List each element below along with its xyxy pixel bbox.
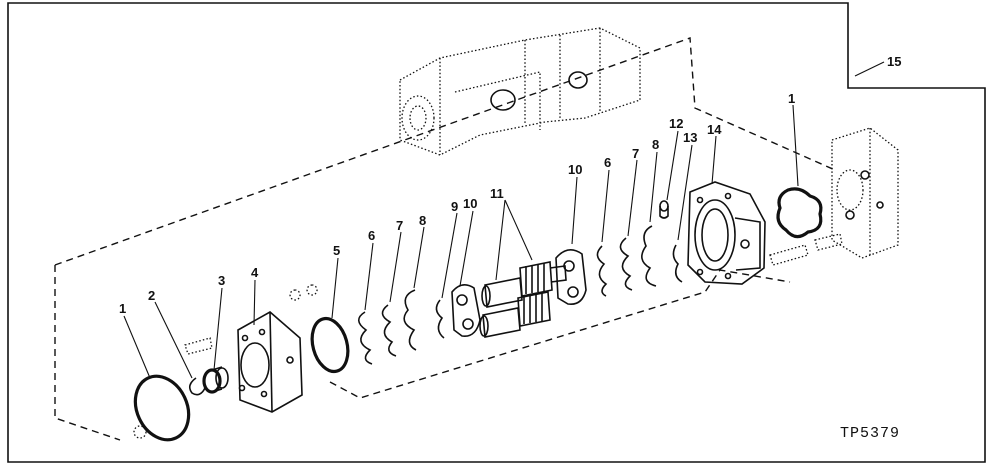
bushing <box>202 366 229 394</box>
small-fitting-part <box>133 425 147 439</box>
seal-13 <box>672 244 683 283</box>
callout-6-right: 6 <box>604 155 611 170</box>
callout-4: 4 <box>251 265 259 280</box>
bolts-right <box>769 233 843 266</box>
callout-1-right: 1 <box>788 91 795 106</box>
callout-2: 2 <box>148 288 155 303</box>
callout-9: 9 <box>451 199 458 214</box>
wear-plate-seal-6-right <box>596 245 608 297</box>
leader-lines <box>123 61 885 379</box>
wear-plate-left <box>451 284 481 337</box>
callout-15: 15 <box>887 54 901 69</box>
callout-1-left: 1 <box>119 301 126 316</box>
snap-ring <box>188 377 206 396</box>
figure-id-label: TP5379 <box>840 425 900 442</box>
diagram-border <box>7 2 986 463</box>
small-seal-9 <box>435 299 445 339</box>
mounting-flange <box>237 311 303 413</box>
dowel-pins-left <box>289 284 318 301</box>
callout-5: 5 <box>333 243 340 258</box>
callout-3: 3 <box>218 273 225 288</box>
o-ring-left <box>133 374 191 442</box>
seal-ring <box>310 316 350 374</box>
callout-14: 14 <box>707 122 722 137</box>
callout-8-left: 8 <box>419 213 426 228</box>
wear-plate-seal-7-left <box>381 304 397 357</box>
callout-8-right: 8 <box>652 137 659 152</box>
callout-10-left: 10 <box>463 196 477 211</box>
callout-7-left: 7 <box>396 218 403 233</box>
callout-12: 12 <box>669 116 683 131</box>
callout-7-right: 7 <box>632 146 639 161</box>
callout-11: 11 <box>490 186 504 201</box>
end-housing-drawing <box>831 127 899 259</box>
pump-body <box>687 181 766 285</box>
o-ring-right <box>776 187 823 239</box>
bolt-stud-left <box>184 337 213 355</box>
seal-backup-8-right <box>641 225 657 287</box>
wear-plate-right <box>555 249 587 306</box>
wear-plate-seal-7-right <box>619 237 633 291</box>
callout-6-left: 6 <box>368 228 375 243</box>
callout-10-right: 10 <box>568 162 582 177</box>
wear-plate-seal-6-left <box>357 311 373 365</box>
assembled-pump-drawing <box>399 27 641 156</box>
seal-backup-8-left <box>403 289 417 351</box>
gear-shafts <box>479 261 567 338</box>
dowel-pin-12 <box>659 200 669 219</box>
exploded-view-envelope <box>54 37 836 441</box>
callout-13: 13 <box>683 130 697 145</box>
